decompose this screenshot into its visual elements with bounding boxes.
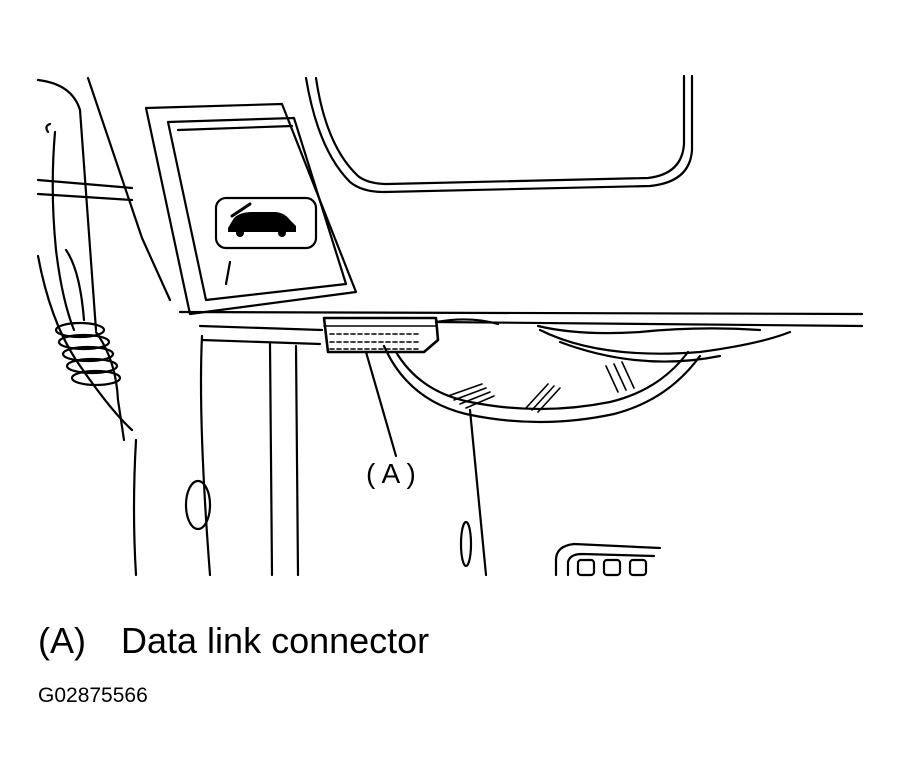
- dash-vent: [554, 542, 662, 577]
- data-link-connector: [322, 316, 440, 354]
- steering-column-shroud: [382, 324, 792, 424]
- caption-text: Data link connector: [121, 620, 430, 661]
- caption: (A) Data link connector: [38, 619, 429, 663]
- hood-release-lever: [144, 102, 358, 316]
- caption-marker: (A): [38, 620, 86, 661]
- dashboard-illustration: ( A ): [36, 74, 864, 577]
- harness-stripes: [447, 361, 635, 413]
- lower-dash-panel: [178, 310, 864, 346]
- callout-leader-line: [364, 350, 398, 458]
- kick-panel-lines: [132, 334, 488, 577]
- hood-release-icon: [228, 202, 296, 237]
- wire-harness-rings: [54, 321, 122, 387]
- dash-upper-outline: [304, 74, 694, 194]
- callout-label: ( A ): [366, 458, 416, 489]
- figure-code: G02875566: [38, 684, 148, 707]
